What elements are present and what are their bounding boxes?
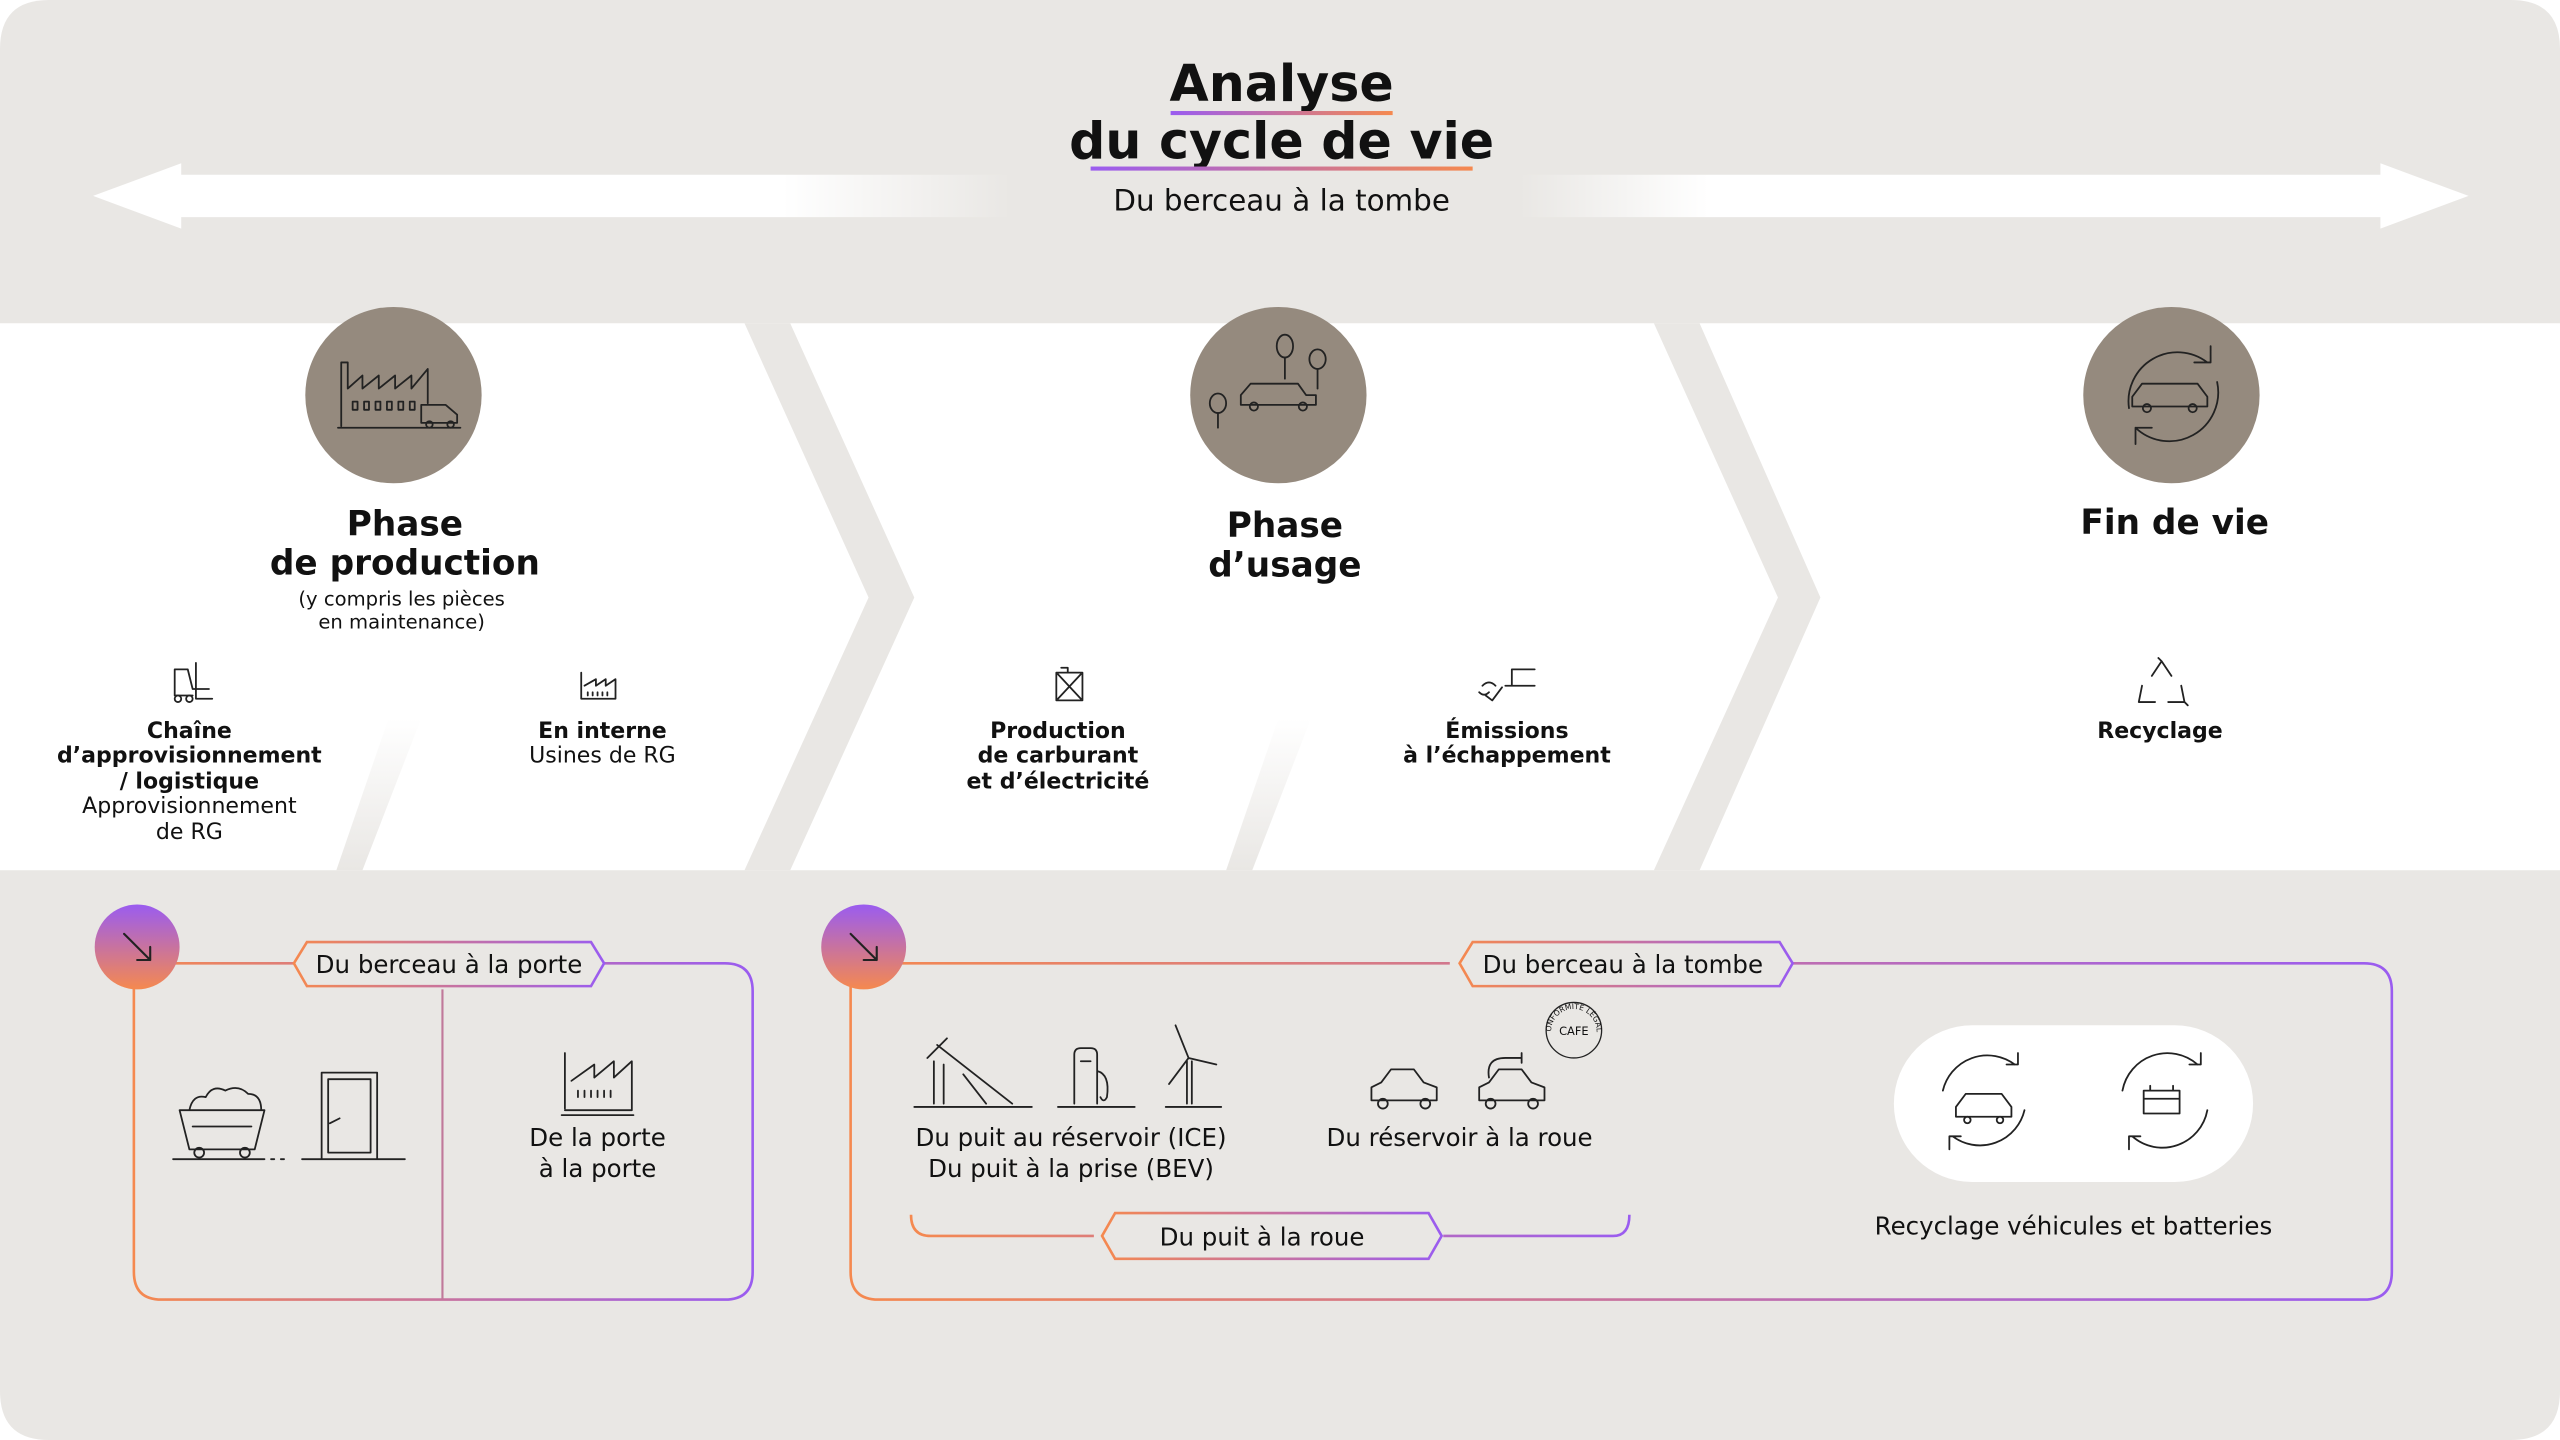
step-label: En interne: [538, 719, 667, 744]
phase-note: en maintenance): [318, 611, 485, 634]
chevron-separator: [1653, 323, 1821, 871]
title-line1: Analyse: [1170, 54, 1394, 113]
step-sublabel: Approvisionnement: [82, 794, 297, 819]
step-sublabel: Usines de RG: [529, 743, 676, 768]
step-exhaust: Émissions à l’échappement: [1403, 668, 1611, 768]
wind-turbine-icon: [1164, 1024, 1223, 1108]
phase-title: Phase: [347, 505, 463, 545]
faint-separator: [1226, 718, 1312, 871]
oil-pump-icon: [913, 1037, 1033, 1108]
factory-icon: [560, 1052, 635, 1116]
phase-title: Phase: [1227, 506, 1343, 546]
scope-label: Du berceau à la porte: [316, 950, 583, 979]
step-label: et d’électricité: [967, 770, 1150, 795]
cradle-to-gate-box: Du berceau à la porte De la porte à la p…: [94, 904, 754, 1301]
recycling-pill: [1893, 1025, 2254, 1183]
step-label: Production: [990, 719, 1126, 744]
well-to-tank-label: Du puit au réservoir (ICE): [916, 1123, 1227, 1152]
well-to-wheel-bracket: [909, 1214, 1631, 1238]
step-label: Chaîne: [147, 719, 232, 744]
phase-title: d’usage: [1208, 545, 1361, 585]
title-underline: [1170, 111, 1393, 116]
tank-to-wheel-label: Du réservoir à la roue: [1327, 1123, 1593, 1152]
phase-title: de production: [270, 544, 540, 584]
badge-text: CAFE: [1559, 1024, 1589, 1038]
step-sublabel: de RG: [156, 820, 223, 845]
arrow-down-right-icon: [849, 932, 878, 962]
step-in-house: En interne Usines de RG: [529, 671, 676, 768]
car-recycle-icon: [2127, 345, 2220, 445]
door-icon: [301, 1071, 406, 1161]
top-panel: [0, 0, 2560, 324]
recycle-icon: [2137, 657, 2189, 707]
phase-title: Fin de vie: [2080, 503, 2269, 543]
phase-production: Phase de production (y compris les pièce…: [270, 306, 540, 634]
title-underline: [1090, 166, 1473, 171]
fuel-can-icon: [1055, 666, 1084, 702]
factory-truck-icon: [337, 361, 462, 429]
phase-usage: Phase d’usage: [1190, 306, 1367, 585]
step-label: à l’échappement: [1403, 743, 1611, 768]
step-label: d’approvisionnement: [57, 743, 322, 768]
charging-station-icon: [1057, 1047, 1136, 1108]
title-line2: du cycle de vie: [1069, 111, 1494, 170]
well-to-plug-label: Du puit à la prise (BEV): [928, 1154, 1214, 1183]
scope-tab: [1458, 940, 1795, 988]
step-label: Recyclage: [2097, 719, 2223, 744]
battery-recycle-icon: [2121, 1052, 2209, 1151]
car-recycle-icon: [1941, 1052, 2026, 1151]
mine-cart-icon: [172, 1087, 285, 1161]
exhaust-icon: [1478, 668, 1536, 702]
arrow-down-right-icon: [123, 932, 152, 962]
arrow-right: [1518, 163, 2469, 229]
factory-icon: [580, 671, 617, 700]
step-fuel-production: Production de carburant et d’électricité: [967, 666, 1150, 795]
chevron-separator: [744, 323, 915, 871]
phase-end-of-life: Fin de vie: [2080, 306, 2269, 543]
step-label: Émissions: [1445, 718, 1568, 744]
car-icon: [1370, 1068, 1438, 1110]
electric-car-icon: [1478, 1052, 1546, 1110]
step-label: / logistique: [120, 770, 259, 795]
bottom-panel: [0, 870, 2560, 1440]
well-to-wheel-label: Du puit à la roue: [1160, 1223, 1365, 1252]
arrow-left: [93, 163, 1013, 229]
scope-tab: [292, 940, 606, 988]
faint-separator: [336, 718, 422, 871]
scope-tab: [1100, 1211, 1444, 1261]
step-label: de carburant: [978, 743, 1139, 768]
car-trees-icon: [1208, 333, 1327, 429]
subtitle: Du berceau à la tombe: [1113, 184, 1450, 218]
gate-to-gate-label: à la porte: [539, 1154, 657, 1183]
phase-note: (y compris les pièces: [298, 588, 504, 611]
gate-to-gate-label: De la porte: [529, 1123, 665, 1152]
scope-label: Du berceau à la tombe: [1483, 950, 1763, 979]
forklift-icon: [173, 661, 214, 703]
step-recycling: Recyclage: [2097, 657, 2223, 744]
step-supply-chain: Chaîne d’approvisionnement / logistique …: [57, 661, 322, 845]
recycling-label: Recyclage véhicules et batteries: [1875, 1211, 2273, 1240]
